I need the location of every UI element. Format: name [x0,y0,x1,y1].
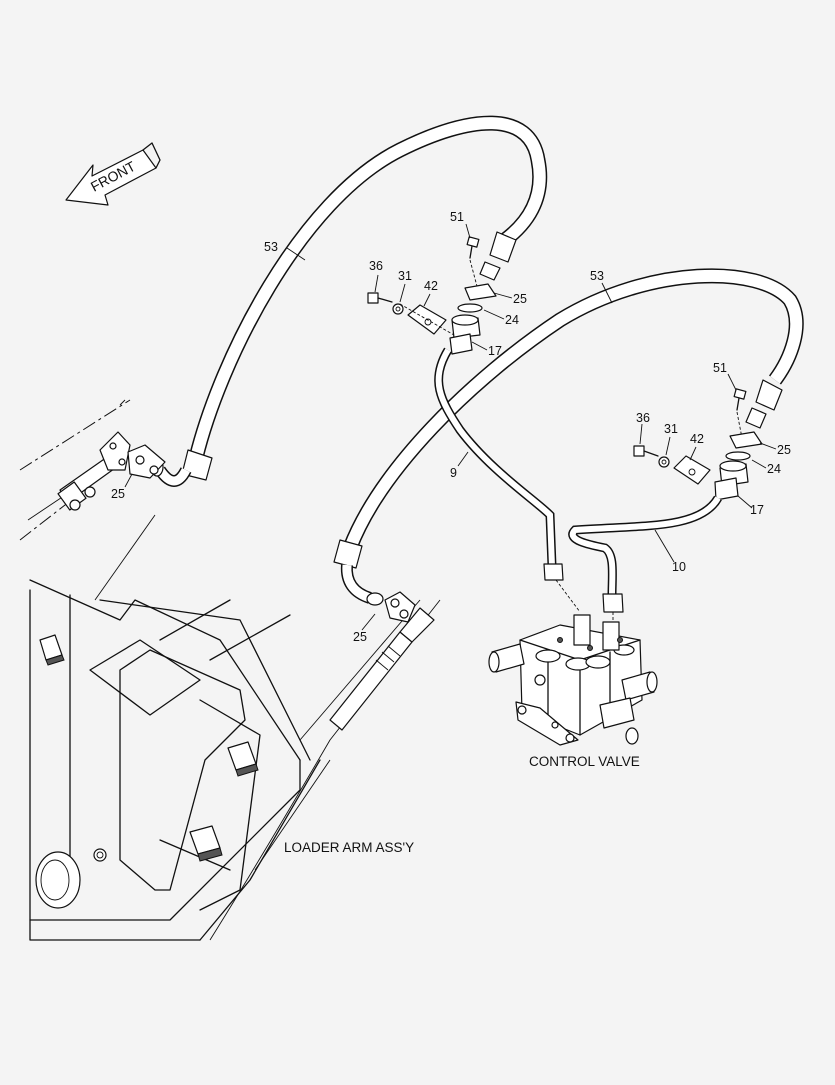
callout-25-middle: 25 [353,630,367,644]
callout-36-upper: 36 [369,259,383,273]
callout-24-right: 24 [767,462,781,476]
callout-25-left: 25 [111,487,125,501]
callout-labels: 53 53 51 51 36 36 31 31 42 42 25 25 25 2… [111,210,791,644]
loader-arm-assembly [19,399,441,941]
callout-36-right: 36 [636,411,650,425]
fitting-group-right [633,388,763,501]
callout-42-upper: 42 [424,279,438,293]
callout-17-upper: 17 [488,344,502,358]
control-valve [488,579,658,746]
callout-17-right: 17 [750,503,764,517]
callout-25-right: 25 [777,443,791,457]
front-arrow: FRONT [65,142,161,206]
flange-25-left [127,444,166,479]
caption-control-valve: CONTROL VALVE [529,754,640,769]
callout-51-right: 51 [713,361,727,375]
leader-lines [124,223,777,631]
callout-42-right: 42 [690,432,704,446]
callout-53-left: 53 [264,240,278,254]
flange-25-middle [384,591,416,623]
callout-53-right: 53 [590,269,604,283]
pipe-9 [434,347,564,581]
hose-53-right [333,268,804,606]
fitting-group-upper [367,236,497,355]
callout-24-upper: 24 [505,313,519,327]
callout-25-upper: 25 [513,292,527,306]
callout-31-right: 31 [664,422,678,436]
hose-53-left [150,115,548,487]
callout-31-upper: 31 [398,269,412,283]
callout-10: 10 [672,560,686,574]
callout-9: 9 [450,466,457,480]
callout-51-upper: 51 [450,210,464,224]
pipe-10 [568,495,722,613]
caption-loader-arm: LOADER ARM ASS'Y [284,840,414,855]
